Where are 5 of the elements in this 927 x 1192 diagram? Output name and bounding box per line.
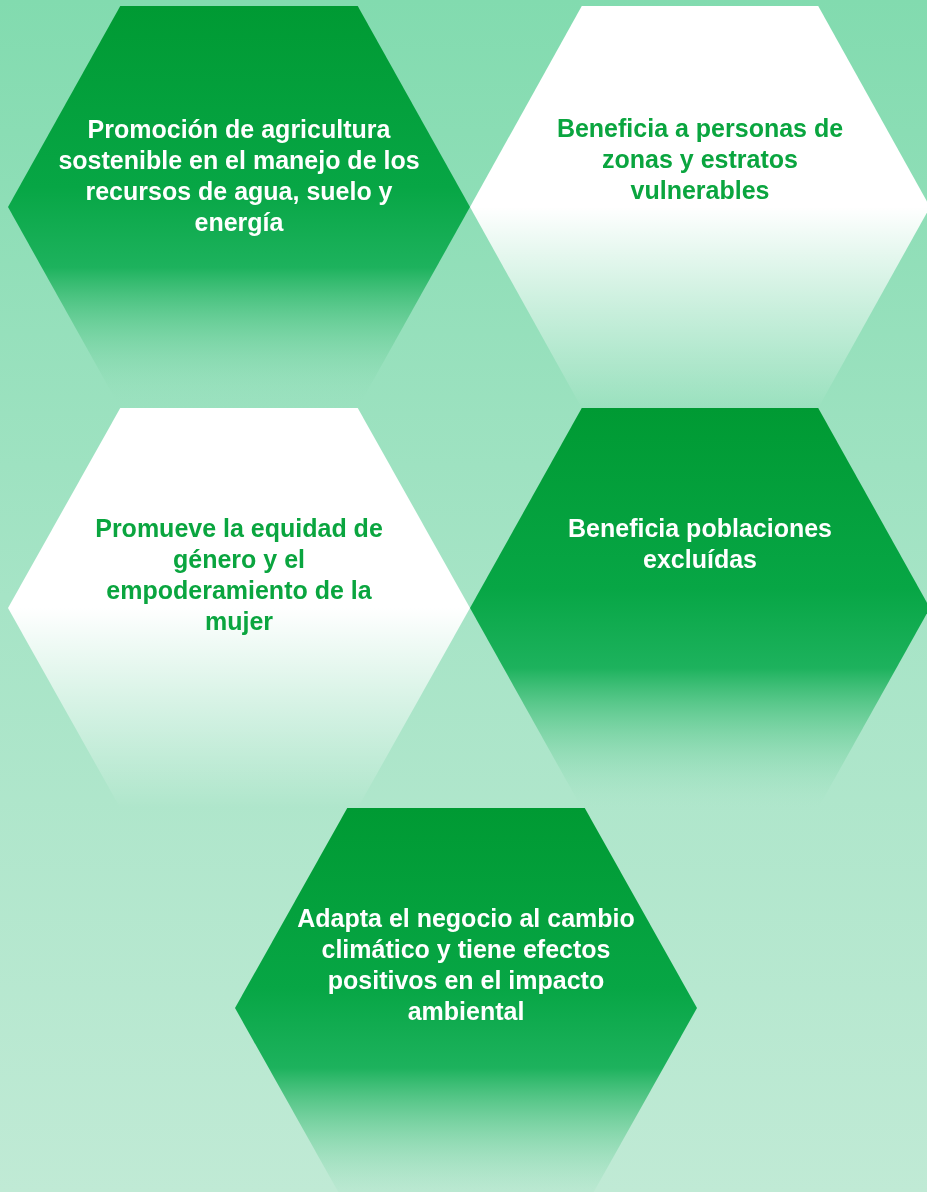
hexagon-label: Adapta el negocio al cambio climático y tiene efectos positivos en el impacto ambiental <box>296 903 636 1027</box>
hexagon-label: Beneficia poblaciones excluídas <box>567 513 833 575</box>
hexagon-label: Promueve la equidad de género y el empoderamiento de la mujer <box>94 513 384 637</box>
hexagon-label: Promoción de agricultura sostenible en el manejo de los recursos de agua, suelo y energía <box>57 114 421 238</box>
hexagon-label: Beneficia a personas de zonas y estratos vulnerables <box>555 113 845 206</box>
